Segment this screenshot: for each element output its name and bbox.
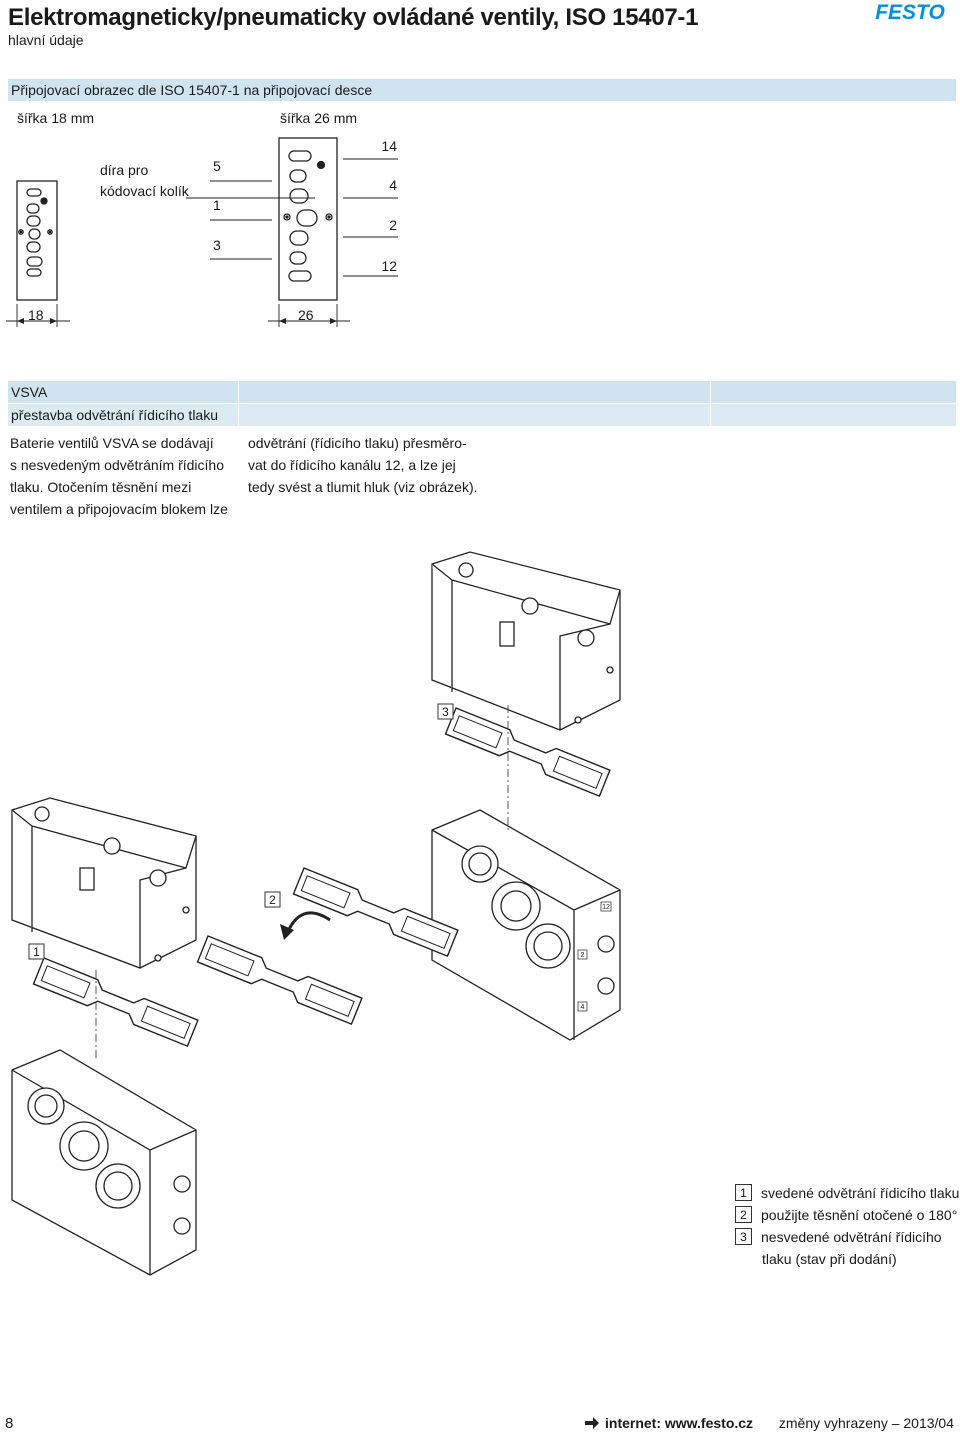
valve-top	[431, 551, 621, 731]
callout-3: 3	[442, 705, 449, 719]
port-1: 1	[213, 197, 221, 213]
port-2: 2	[389, 217, 397, 233]
body-column-1: Baterie ventilů VSVA se dodávají s nesve…	[10, 432, 235, 520]
dimension-26: 26	[298, 307, 314, 323]
legend-text: použijte těsnění otočené o 180°	[761, 1206, 958, 1223]
plate-18mm	[16, 180, 58, 301]
port-pattern-drawing: šířka 18 mm šířka 26 mm díra pro kódovac…	[6, 110, 398, 327]
legend-item: 1 svedené odvětrání řídicího tlaku	[735, 1184, 959, 1201]
callout-line2: kódovací kolík	[100, 183, 190, 199]
gasket-left	[32, 957, 199, 1047]
callout-line1: díra pro	[100, 162, 148, 178]
legend-text: svedené odvětrání řídicího tlaku	[761, 1184, 960, 1201]
body-line: tedy svést a tlumit hluk (viz obrázek).	[248, 479, 478, 495]
subbase-right	[431, 809, 621, 1041]
body-line: ventilem a připojovacím blokem lze	[10, 501, 228, 517]
footer-changes: změny vyhrazeny – 2013/04	[778, 1415, 954, 1431]
rotate-arrow-icon	[284, 911, 331, 937]
section-heading-vsva: VSVA	[11, 384, 48, 400]
page-subtitle: hlavní údaje	[8, 32, 84, 48]
body-line: vat do řídicího kanálu 12, a lze jej	[248, 457, 456, 473]
callout-2: 2	[269, 893, 276, 907]
subbase-left	[11, 1049, 197, 1276]
section-heading-pattern: Připojovací obrazec dle ISO 15407-1 na p…	[11, 82, 373, 98]
port-12: 12	[381, 258, 397, 274]
section-subheading-vsva: přestavba odvětrání řídicího tlaku	[11, 407, 219, 423]
legend-number: 2	[735, 1206, 752, 1223]
legend-text-continued: tlaku (stav při dodání)	[762, 1251, 897, 1267]
legend-number: 1	[735, 1184, 752, 1201]
body-line: s nesvedeným odvětráním řídicího	[10, 457, 224, 473]
label-18mm: šířka 18 mm	[17, 110, 94, 126]
port-5: 5	[213, 158, 221, 174]
section-bar-vsva-1: VSVA	[8, 381, 956, 403]
port-mark-12: 12	[602, 904, 610, 911]
logo-text: FESTO	[875, 2, 945, 22]
legend-text: nesvedené odvětrání řídicího	[761, 1228, 942, 1245]
port-mark-4: 4	[581, 1004, 585, 1011]
internet-link[interactable]: internet: www.festo.cz	[605, 1415, 754, 1431]
gasket-rotation-illustration: 3 2 1 12 2 4	[11, 551, 621, 1276]
valve-left	[11, 797, 197, 969]
gasket-top	[444, 707, 611, 797]
port-3: 3	[213, 237, 221, 253]
body-line: tlaku. Otočením těsnění mezi	[10, 479, 192, 495]
dimension-18: 18	[28, 307, 44, 323]
legend-item: 3 nesvedené odvětrání řídicího	[735, 1228, 942, 1245]
page-number: 8	[5, 1415, 14, 1432]
gasket-middle	[196, 935, 363, 1025]
festo-logo: FESTO	[866, 2, 954, 22]
section-bar-vsva-2: přestavba odvětrání řídicího tlaku	[8, 404, 956, 426]
page-title: Elektromagneticky/pneumaticky ovládané v…	[8, 4, 699, 31]
section-bar-pattern: Připojovací obrazec dle ISO 15407-1 na p…	[8, 79, 956, 101]
port-14: 14	[381, 138, 397, 154]
port-4: 4	[389, 177, 397, 193]
label-26mm: šířka 26 mm	[280, 110, 357, 126]
body-line: Baterie ventilů VSVA se dodávají	[10, 435, 214, 451]
legend-number: 3	[735, 1228, 752, 1245]
legend-item: 2 použijte těsnění otočené o 180°	[735, 1206, 957, 1223]
right-arrow-icon	[585, 1417, 599, 1429]
body-line: odvětrání (řídicího tlaku) přesměro-	[248, 435, 467, 451]
callout-1: 1	[33, 945, 40, 959]
port-mark-2: 2	[581, 952, 585, 959]
plate-26mm	[278, 137, 338, 301]
footer-internet: internet: www.festo.cz	[585, 1415, 753, 1431]
body-column-2: odvětrání (řídicího tlaku) přesměro- vat…	[248, 432, 488, 498]
